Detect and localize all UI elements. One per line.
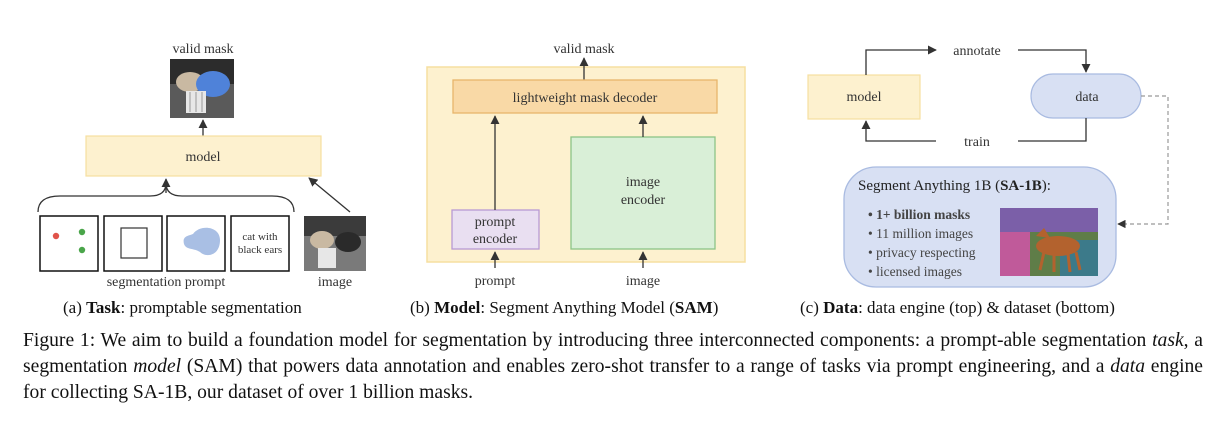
segmentation-prompt-label: segmentation prompt	[107, 275, 226, 290]
model-label-a: model	[186, 150, 221, 165]
image-encoder-line1: image	[626, 175, 660, 190]
sa1b-stats-list: 1+ billion masks 11 million images priva…	[868, 205, 975, 281]
data-label-c: data	[1075, 90, 1099, 105]
image-encoder-line2: encoder	[621, 193, 666, 208]
text-prompt-line1: cat with	[242, 231, 278, 243]
model-box-a	[85, 135, 322, 177]
mask-decoder-box	[452, 79, 718, 114]
figure-caption: Figure 1: We aim to build a foundation m…	[23, 330, 1204, 403]
annotate-label: annotate	[953, 44, 1000, 59]
train-arrow-left	[861, 120, 936, 142]
subcaption-c: (c) Data: data engine (top) & dataset (b…	[800, 298, 1115, 317]
subcaption-a: (a) Task: promptable segmentation	[63, 298, 302, 317]
model-label-c: model	[847, 90, 882, 105]
prompt-label-b: prompt	[475, 274, 516, 289]
image-label-b: image	[626, 274, 660, 289]
mask-decoder-label: lightweight mask decoder	[513, 91, 658, 106]
valid-mask-label-a: valid mask	[172, 42, 233, 57]
mask-blob-icon	[183, 227, 220, 256]
stat-masks: 1+ billion masks	[868, 205, 975, 224]
prompt-encoder-line1: prompt	[475, 215, 516, 230]
positive-point	[78, 246, 86, 254]
stat-privacy: privacy respecting	[868, 243, 975, 262]
mask-output-image	[170, 59, 234, 118]
text-prompt-line2: black ears	[238, 244, 282, 256]
train-arrow-right	[1018, 118, 1087, 142]
box-prompt-icon	[120, 227, 148, 259]
negative-point	[52, 232, 60, 240]
figure-diagram: valid mask model cat with black ears seg…	[37, 42, 1169, 290]
points-prompt-tile	[39, 215, 99, 272]
model-box-c	[807, 74, 921, 120]
text-prompt-tile	[230, 215, 290, 272]
subcaption-b: (b) Model: Segment Anything Model (SAM)	[410, 298, 719, 317]
prompt-brace	[37, 182, 295, 213]
annotate-arrow-right	[1018, 49, 1091, 73]
train-label: train	[964, 135, 990, 150]
sa1b-title: Segment Anything 1B (SA-1B):	[858, 178, 1051, 194]
dataset-dashed-arrow	[1117, 95, 1169, 229]
input-image-a	[304, 216, 366, 271]
image-label-a: image	[318, 275, 352, 290]
sa1b-sample-image	[1000, 208, 1098, 276]
prompt-encoder-line2: encoder	[473, 232, 518, 247]
stat-licensed: licensed images	[868, 262, 975, 281]
stat-images: 11 million images	[868, 224, 975, 243]
image-encoder-box	[570, 136, 716, 250]
valid-mask-label-b: valid mask	[553, 42, 614, 57]
annotate-arrow-left	[865, 45, 937, 75]
positive-point	[78, 228, 86, 236]
prompt-encoder-box	[451, 209, 540, 250]
